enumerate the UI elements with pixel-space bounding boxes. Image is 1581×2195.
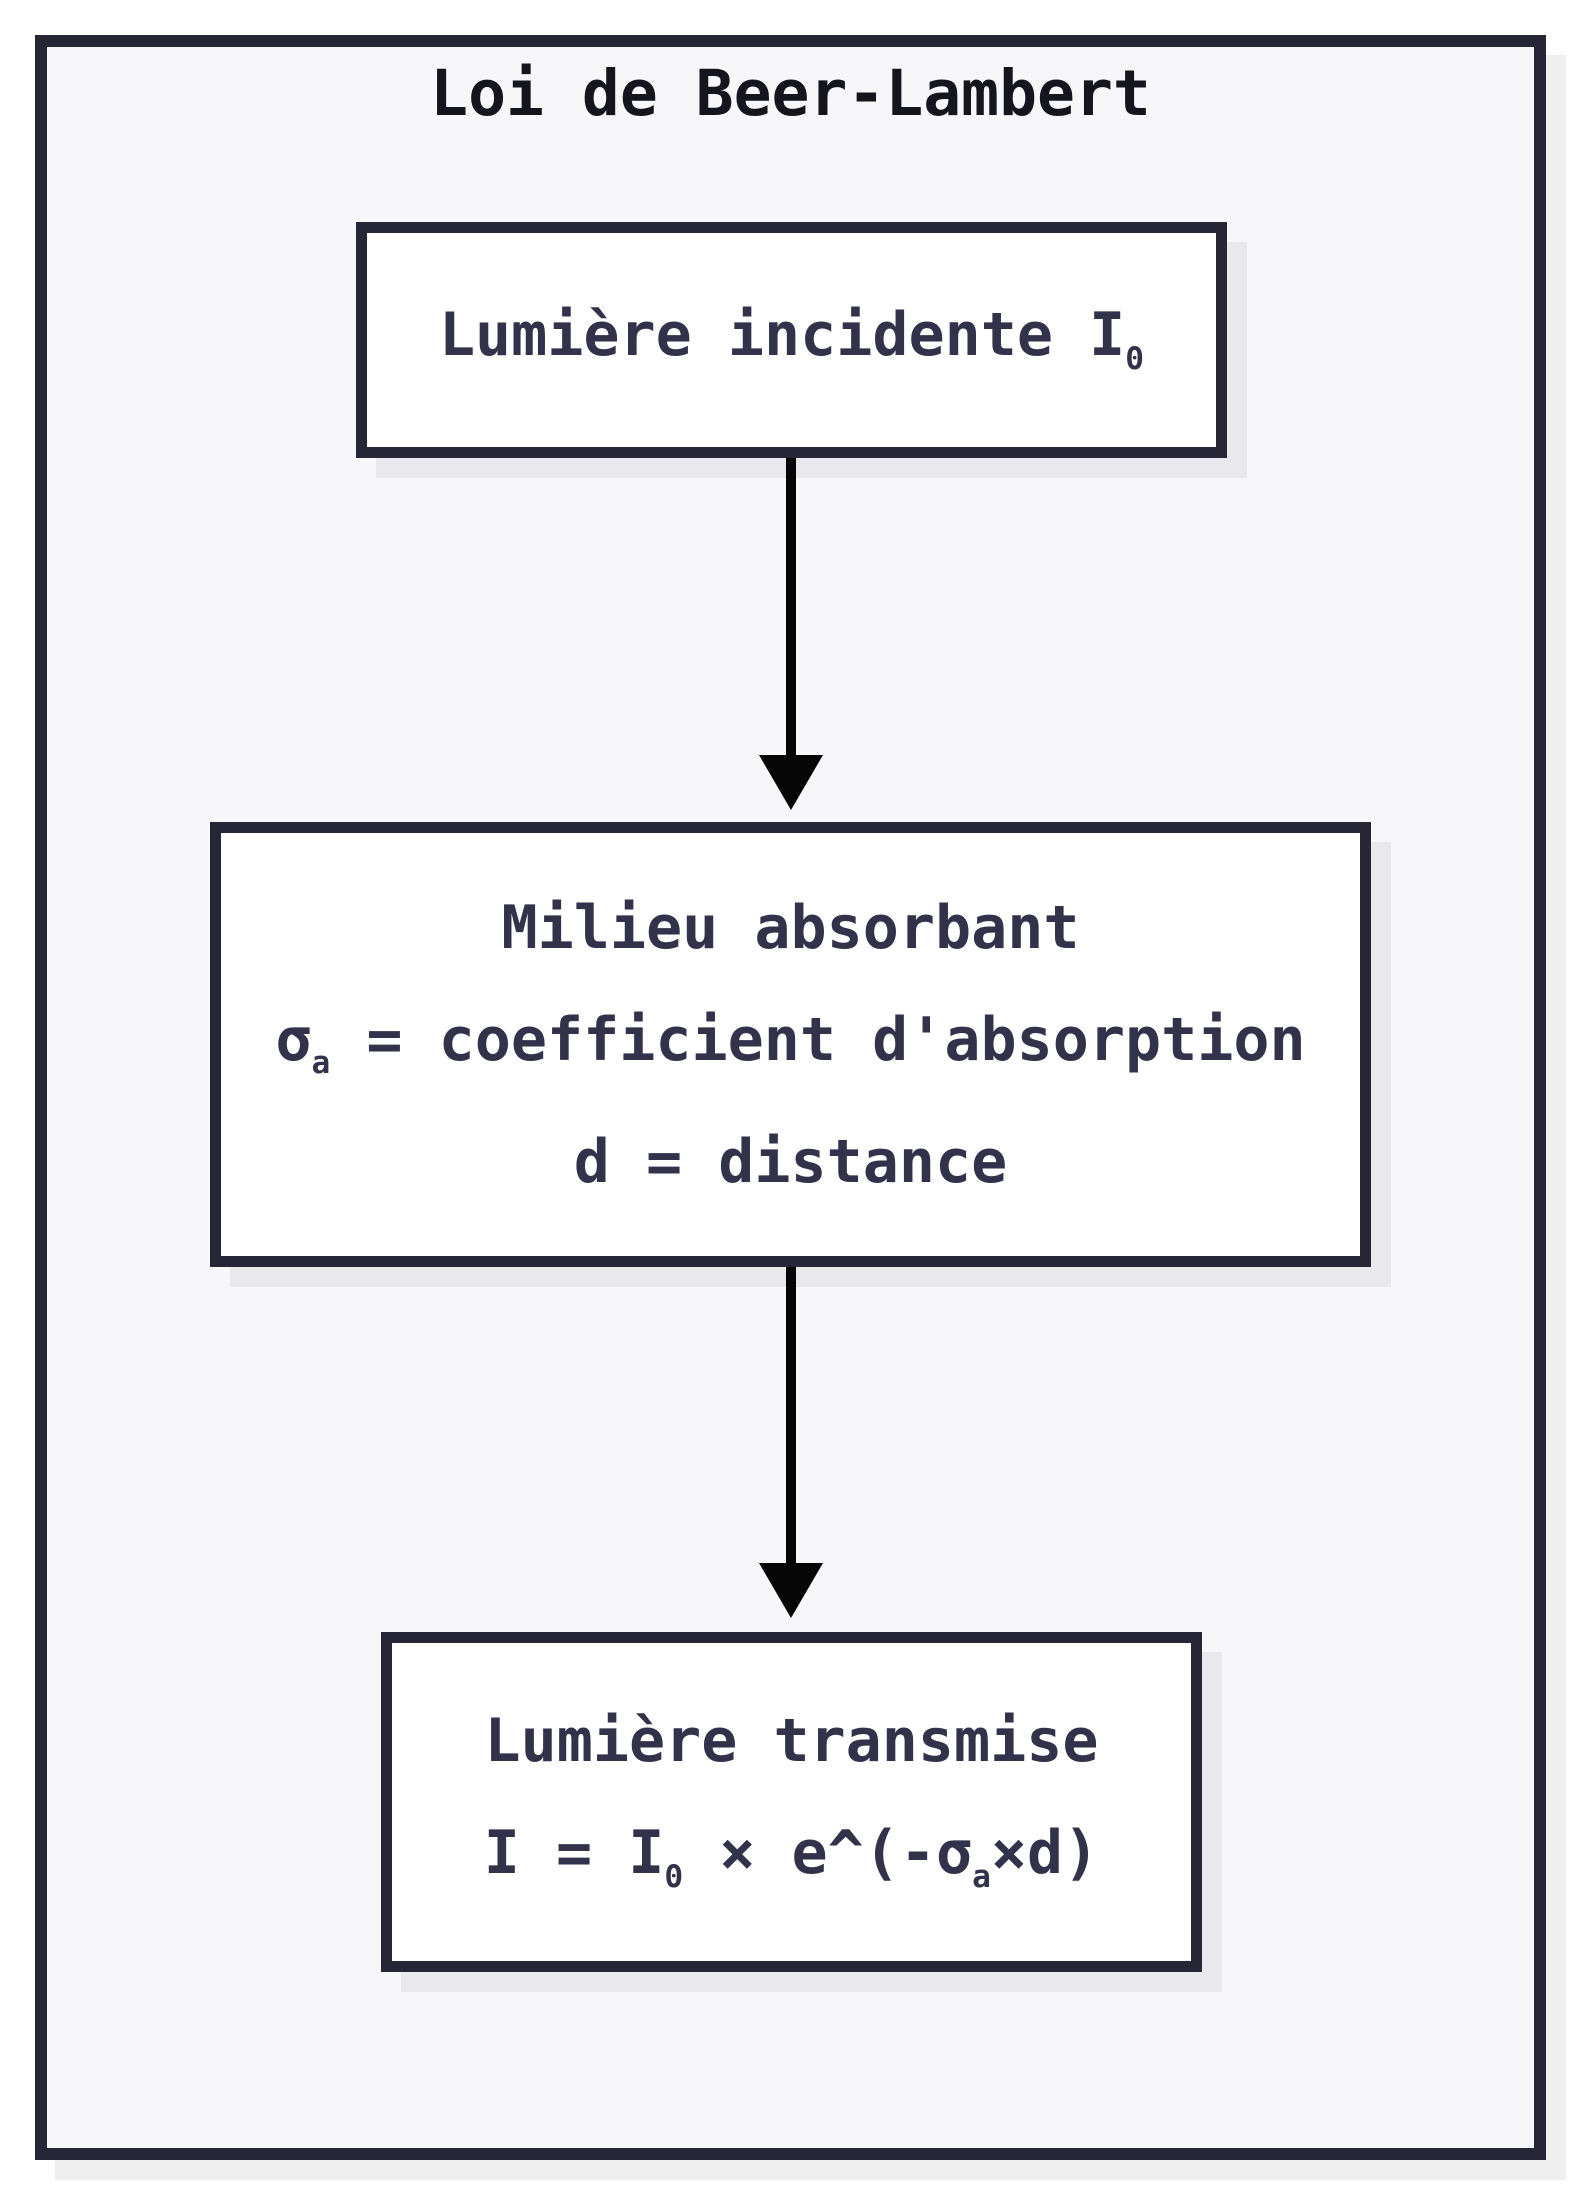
medium-distance-line: d = distance [573, 1126, 1008, 1197]
transmitted-light-label: Lumière transmise [484, 1706, 1099, 1776]
incident-light-label: Lumière incidente I0 [439, 279, 1144, 401]
node-absorbing-medium: Milieu absorbant σa = coefficient d'abso… [210, 822, 1371, 1267]
formula-lead: I = I [483, 1818, 665, 1888]
sigma-subscript: a [311, 1045, 331, 1082]
formula-tail: ×d) [990, 1818, 1100, 1888]
coefficient-definition-text: = coefficient d'absorption [330, 1004, 1306, 1075]
formula-mid: × e^(-σ [683, 1818, 973, 1888]
flow-arrow-1-head-icon [759, 755, 823, 810]
diagram-title: Loi de Beer-Lambert [430, 57, 1151, 130]
flow-arrow-2-stem [786, 1267, 796, 1566]
flow-arrow-1-stem [786, 458, 796, 758]
transmitted-formula: I = I0 × e^(-σa×d) [484, 1797, 1100, 1919]
incident-light-text: Lumière incidente I [438, 300, 1126, 370]
incident-light-subscript: 0 [1125, 340, 1145, 377]
flow-arrow-2-head-icon [759, 1563, 823, 1618]
node-incident-light: Lumière incidente I0 [356, 222, 1227, 458]
sigma-symbol: σ [275, 1004, 312, 1075]
formula-sigma-subscript: a [972, 1858, 991, 1895]
diagram-frame: Loi de Beer-Lambert Lumière incidente I0… [35, 35, 1546, 2160]
formula-i-subscript: 0 [664, 1858, 684, 1895]
node-transmitted-light: Lumière transmise I = I0 × e^(-σa×d) [381, 1632, 1202, 1972]
medium-label: Milieu absorbant [501, 892, 1080, 963]
medium-coefficient-line: σa = coefficient d'absorption [275, 984, 1305, 1106]
